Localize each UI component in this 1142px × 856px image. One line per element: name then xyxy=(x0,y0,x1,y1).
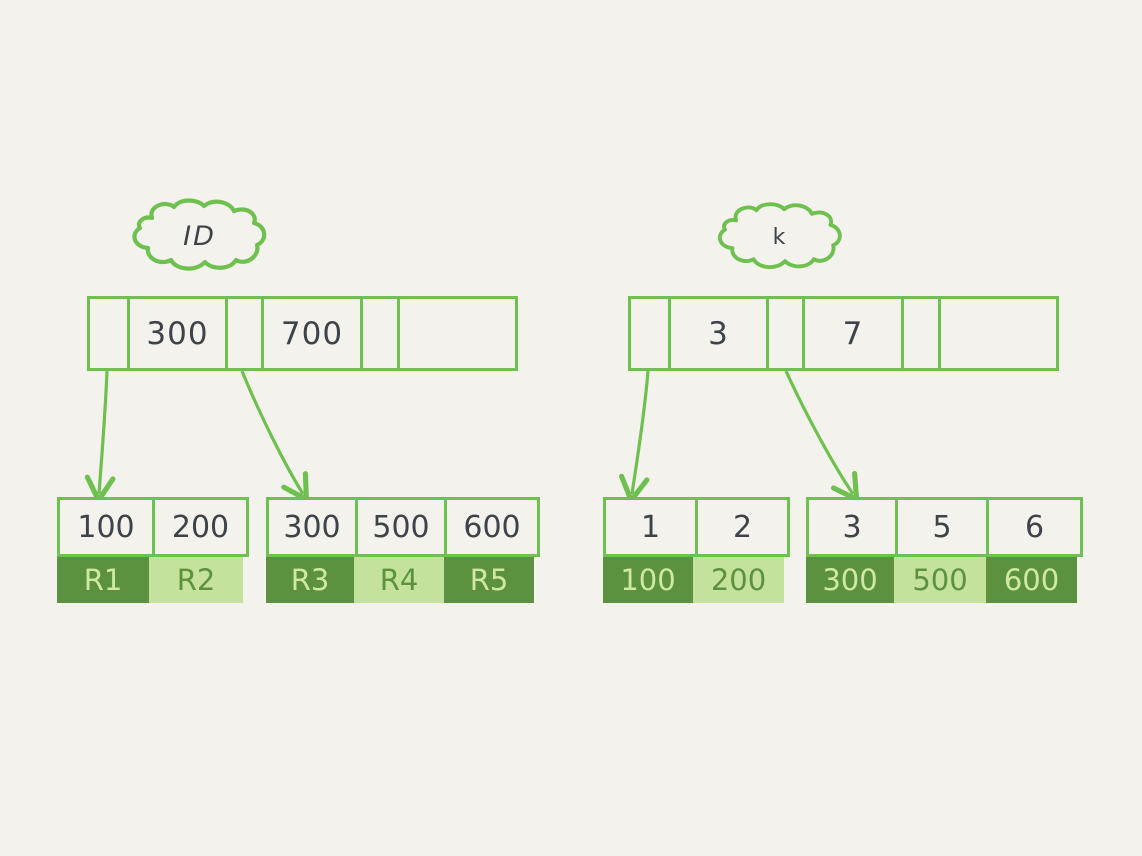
k-root-node[interactable]: 3 7 xyxy=(628,296,1059,371)
k-leaf-2-record-2[interactable]: 600 xyxy=(986,557,1077,603)
id-leaf-2-records: R3 R4 R5 xyxy=(266,557,540,603)
id-leaf-2-key-0[interactable]: 300 xyxy=(269,500,358,554)
k-root-key-1[interactable]: 7 xyxy=(805,299,904,368)
k-root-pointer-2[interactable] xyxy=(904,299,941,368)
id-root-node[interactable]: 300 700 xyxy=(87,296,518,371)
id-leaf-1-record-0[interactable]: R1 xyxy=(57,557,149,603)
arrow-k-root-to-leaf2 xyxy=(784,370,860,502)
cloud-label-k: k xyxy=(706,200,854,274)
id-leaf-2-record-1[interactable]: R4 xyxy=(354,557,444,603)
cloud-label-id-text: ID xyxy=(183,220,216,252)
cloud-shape-icon xyxy=(717,202,842,270)
id-leaf-2-key-1[interactable]: 500 xyxy=(358,500,447,554)
id-leaf-2-record-0[interactable]: R3 xyxy=(266,557,354,603)
id-root-pointer-1[interactable] xyxy=(228,299,264,368)
id-leaf-1-keys: 100 200 xyxy=(57,497,249,557)
k-leaf-2-key-1[interactable]: 5 xyxy=(898,500,989,554)
id-leaf-1-record-1[interactable]: R2 xyxy=(149,557,243,603)
id-root-key-2[interactable] xyxy=(400,299,515,368)
id-root-pointer-0[interactable] xyxy=(90,299,130,368)
k-leaf-2-record-0[interactable]: 300 xyxy=(806,557,894,603)
k-root-key-2[interactable] xyxy=(941,299,1056,368)
k-leaf-2-keys: 3 5 6 xyxy=(806,497,1083,557)
id-leaf-1-key-1[interactable]: 200 xyxy=(171,509,230,545)
k-leaf-1-key-0[interactable]: 1 xyxy=(606,500,698,554)
k-leaf-2-record-1[interactable]: 500 xyxy=(894,557,986,603)
id-leaf-1-key-0[interactable]: 100 xyxy=(60,500,155,554)
id-leaf-1-records: R1 R2 xyxy=(57,557,249,603)
cloud-label-id: ID xyxy=(122,196,277,276)
k-root-pointer-1[interactable] xyxy=(769,299,805,368)
k-leaf-1-records: 100 200 xyxy=(603,557,790,603)
k-leaf-2-key-2[interactable]: 6 xyxy=(1024,509,1045,545)
cloud-shape-icon xyxy=(132,198,267,271)
k-root-key-0[interactable]: 3 xyxy=(671,299,769,368)
id-root-pointer-2[interactable] xyxy=(363,299,400,368)
id-root-key-0[interactable]: 300 xyxy=(130,299,228,368)
k-leaf-2[interactable]: 3 5 6 300 500 600 xyxy=(806,497,1083,603)
k-leaf-1-record-0[interactable]: 100 xyxy=(603,557,693,603)
k-root-pointer-0[interactable] xyxy=(631,299,671,368)
id-leaf-2[interactable]: 300 500 600 R3 R4 R5 xyxy=(266,497,540,603)
id-leaf-2-record-2[interactable]: R5 xyxy=(444,557,534,603)
id-leaf-1[interactable]: 100 200 R1 R2 xyxy=(57,497,249,603)
arrow-k-root-to-leaf1 xyxy=(619,370,650,503)
k-leaf-1[interactable]: 1 2 100 200 xyxy=(603,497,790,603)
k-leaf-2-records: 300 500 600 xyxy=(806,557,1083,603)
k-leaf-1-key-1[interactable]: 2 xyxy=(732,509,753,545)
k-leaf-2-key-0[interactable]: 3 xyxy=(809,500,898,554)
id-leaf-2-keys: 300 500 600 xyxy=(266,497,540,557)
arrow-id-root-to-leaf2 xyxy=(240,370,309,502)
arrow-id-root-to-leaf1 xyxy=(84,370,116,503)
id-root-key-1[interactable]: 700 xyxy=(264,299,363,368)
cloud-label-k-text: k xyxy=(772,224,788,250)
k-leaf-1-record-1[interactable]: 200 xyxy=(693,557,784,603)
id-leaf-2-key-2[interactable]: 600 xyxy=(463,509,521,545)
k-leaf-1-keys: 1 2 xyxy=(603,497,790,557)
